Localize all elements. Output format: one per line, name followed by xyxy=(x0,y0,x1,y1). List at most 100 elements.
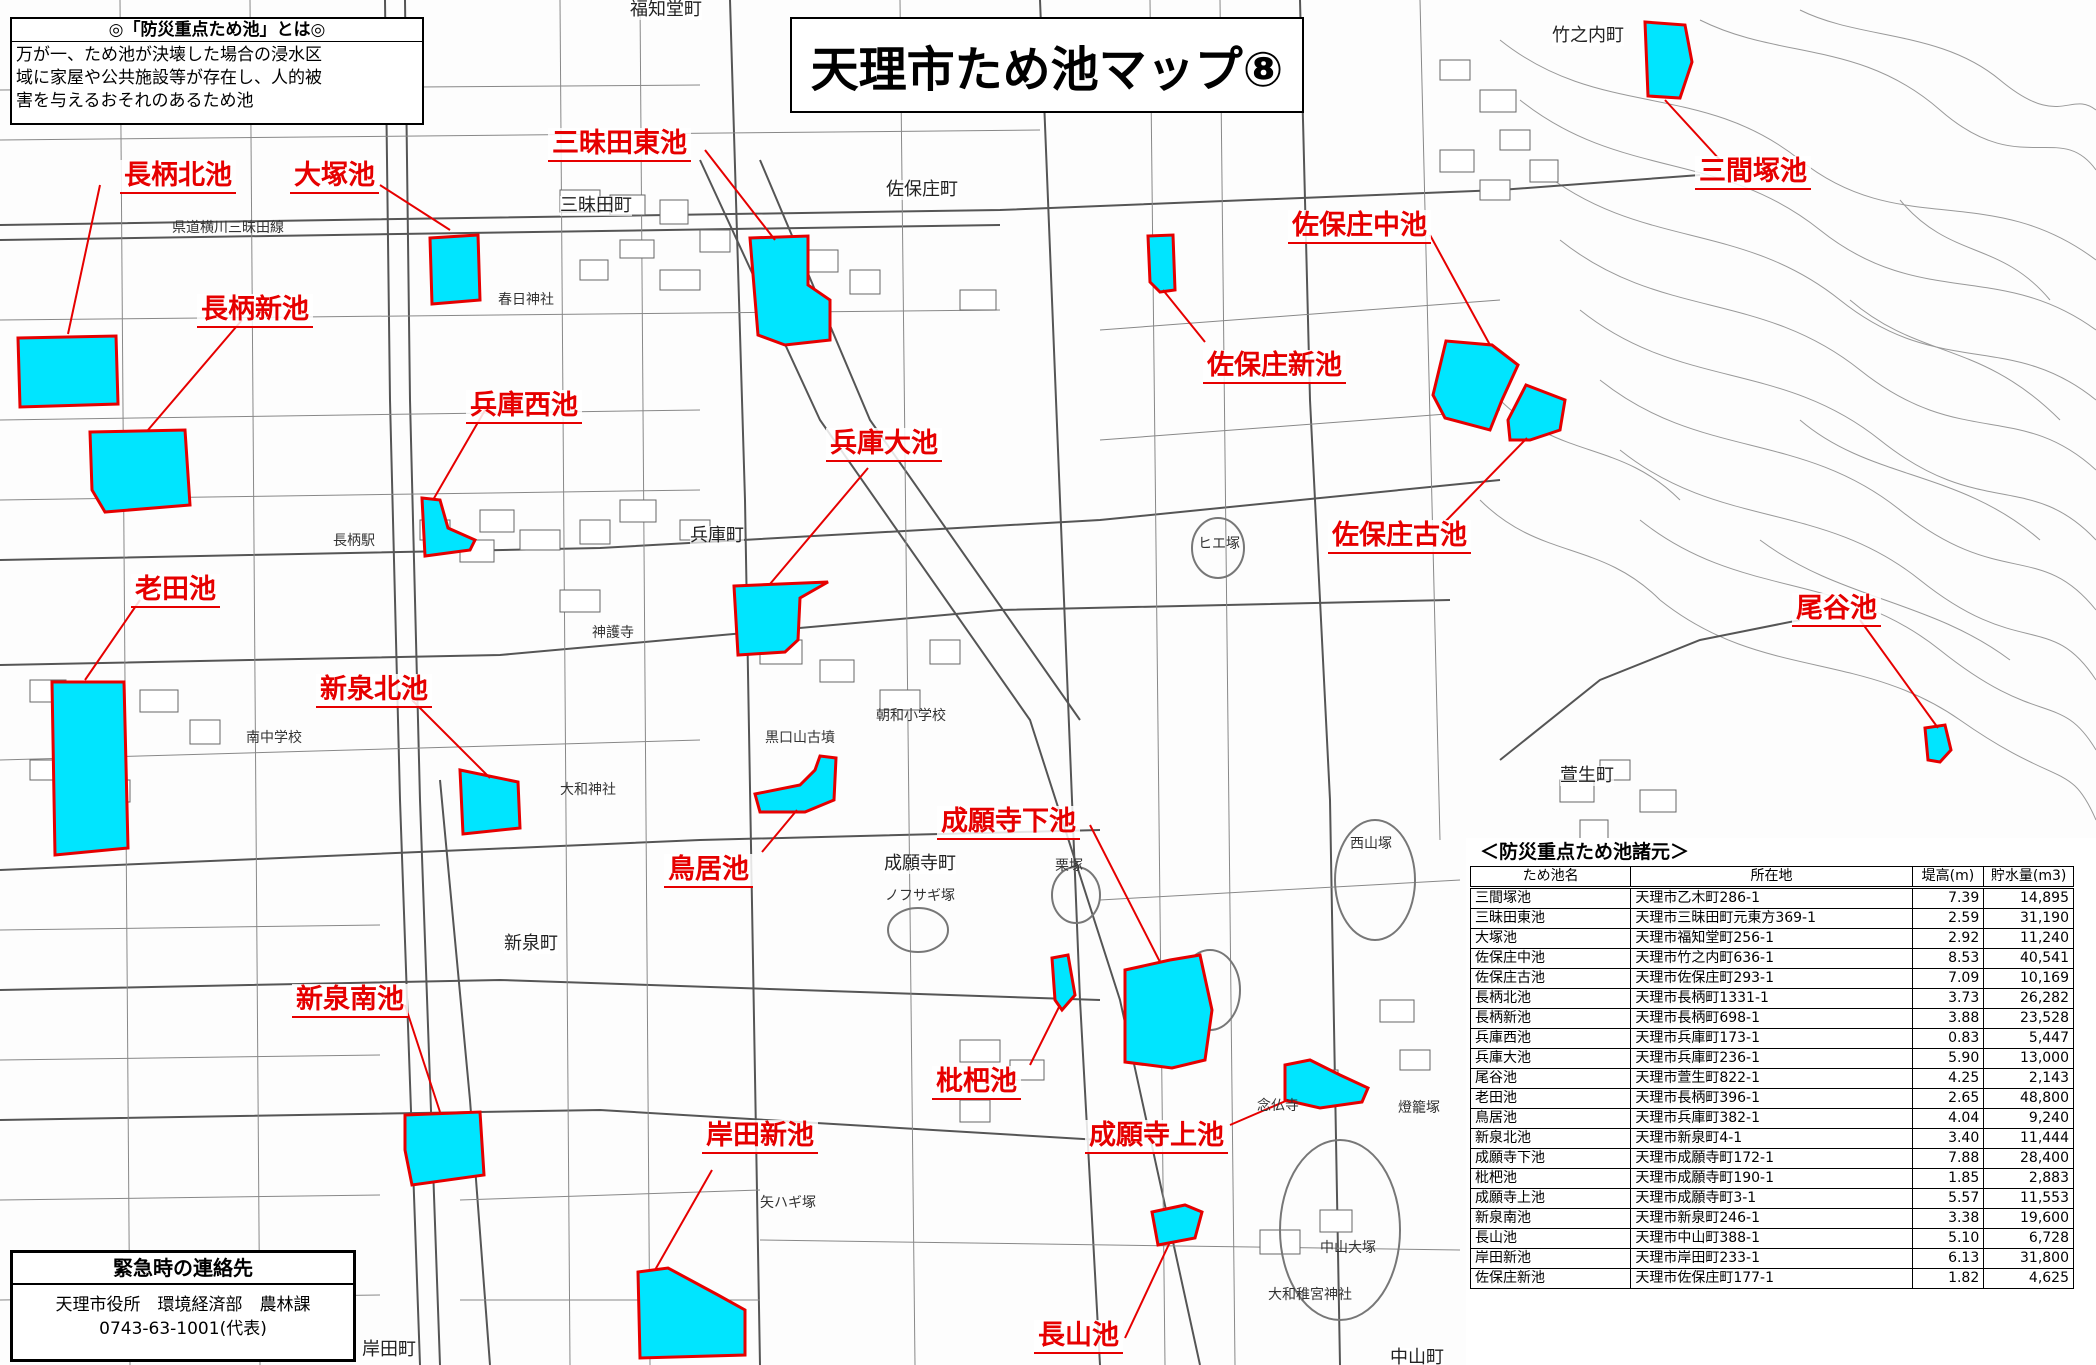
pond-odani xyxy=(1923,723,1953,764)
town-sahosho: 佐保庄町 xyxy=(886,179,958,200)
definition-heading: ◎「防災重点ため池」とは◎ xyxy=(12,19,422,42)
label-biwa: 枇杷池 xyxy=(932,1066,1021,1100)
cell-storage: 31,190 xyxy=(1983,908,2074,929)
definition-box: ◎「防災重点ため池」とは◎ 万が一、ため池が決壊した場合の浸水区 域に家屋や公共… xyxy=(10,17,424,125)
pond-shinizumikita xyxy=(458,768,522,836)
cell-location: 天理市佐保庄町293-1 xyxy=(1630,968,1913,989)
cell-dam-height: 3.73 xyxy=(1911,988,1985,1009)
ponds xyxy=(16,20,1953,1360)
cell-storage: 40,541 xyxy=(1983,948,2074,969)
pond-nagarashin xyxy=(88,428,192,514)
cell-storage: 14,895 xyxy=(1983,887,2074,909)
kofun-mounds xyxy=(887,517,1416,1321)
label-hyogonishi: 兵庫西池 xyxy=(466,390,582,424)
cell-dam-height: 2.59 xyxy=(1911,908,1985,929)
cell-dam-height: 5.90 xyxy=(1911,1048,1985,1069)
cell-storage: 4,625 xyxy=(1983,1268,2074,1289)
cell-pond-name: 佐保庄新池 xyxy=(1469,1268,1632,1289)
field-lines xyxy=(0,0,1501,1365)
cell-pond-name: 兵庫西池 xyxy=(1469,1028,1632,1049)
cell-location: 天理市三昧田町元東方369-1 xyxy=(1630,908,1913,929)
cell-pond-name: 尾谷池 xyxy=(1469,1068,1632,1089)
label-hyogooo: 兵庫大池 xyxy=(826,428,942,462)
cell-dam-height: 2.92 xyxy=(1911,928,1985,949)
cell-location: 天理市新泉町4-1 xyxy=(1630,1128,1913,1149)
label-zanmaidahigashi: 三昧田東池 xyxy=(548,128,691,162)
pond-spec-table-box: ＜防災重点ため池諸元＞ ため池名 所在地 堤高(m) 貯水量(m3) 三間塚池天… xyxy=(1466,838,2096,1365)
place-jingoji: 神護寺 xyxy=(592,625,634,641)
place-yaharigi: 矢ハギ塚 xyxy=(760,1195,816,1211)
cell-location: 天理市成願寺町172-1 xyxy=(1630,1148,1913,1169)
definition-line: 万が一、ため池が決壊した場合の浸水区 xyxy=(16,45,322,65)
cell-location: 天理市成願寺町190-1 xyxy=(1630,1168,1913,1189)
cell-pond-name: 長柄新池 xyxy=(1469,1008,1632,1029)
cell-storage: 28,400 xyxy=(1983,1148,2074,1169)
pond-nagarakita xyxy=(16,334,120,409)
cell-storage: 31,800 xyxy=(1983,1248,2074,1269)
contact-heading: 緊急時の連絡先 xyxy=(13,1253,353,1285)
place-kuroduka: 黒口山古墳 xyxy=(765,730,835,746)
cell-location: 天理市兵庫町173-1 xyxy=(1630,1028,1913,1049)
town-shinizumi: 新泉町 xyxy=(504,933,558,954)
label-oida: 老田池 xyxy=(131,574,220,608)
col-storage: 貯水量(m3) xyxy=(1983,866,2074,889)
cell-dam-height: 4.25 xyxy=(1911,1068,1985,1089)
cell-dam-height: 1.82 xyxy=(1911,1268,1985,1289)
pond-oida xyxy=(50,680,130,857)
place-nishiyama: 西山塚 xyxy=(1350,836,1392,852)
cell-dam-height: 5.10 xyxy=(1911,1228,1985,1249)
place-kasuga: 春日神社 xyxy=(498,292,554,308)
definition-line: 域に家屋や公共施設等が存在し、人的被 xyxy=(16,68,322,88)
cell-pond-name: 佐保庄中池 xyxy=(1469,948,1632,969)
table-header-row: ため池名 所在地 堤高(m) 貯水量(m3) xyxy=(1469,866,2074,889)
cell-pond-name: 佐保庄古池 xyxy=(1469,968,1632,989)
cell-storage: 23,528 xyxy=(1983,1008,2074,1029)
pond-zanmaidahigashi xyxy=(748,234,832,347)
cell-pond-name: 岸田新池 xyxy=(1469,1248,1632,1269)
label-kishidashin: 岸田新池 xyxy=(702,1120,818,1154)
cell-dam-height: 5.57 xyxy=(1911,1188,1985,1209)
cell-pond-name: 成願寺上池 xyxy=(1469,1188,1632,1209)
town-zanmaida: 三昧田町 xyxy=(560,195,632,216)
cell-location: 天理市長柄町396-1 xyxy=(1630,1088,1913,1109)
cell-storage: 13,000 xyxy=(1983,1048,2074,1069)
definition-body: 万が一、ため池が決壊した場合の浸水区 域に家屋や公共施設等が存在し、人的被 害を… xyxy=(12,42,422,115)
pond-jouganjikami xyxy=(1283,1058,1370,1110)
cell-storage: 10,169 xyxy=(1983,968,2074,989)
label-torii: 鳥居池 xyxy=(664,854,753,888)
contact-office: 天理市役所 環境経済部 農林課 xyxy=(55,1295,311,1315)
cell-pond-name: 枇杷池 xyxy=(1469,1168,1632,1189)
pond-sahoshin xyxy=(1146,233,1177,294)
label-otsuka: 大塚池 xyxy=(290,160,379,194)
cell-storage: 9,240 xyxy=(1983,1108,2074,1129)
emergency-contact-box: 緊急時の連絡先 天理市役所 環境経済部 農林課 0743-63-1001(代表) xyxy=(10,1250,356,1362)
cell-location: 天理市福知堂町256-1 xyxy=(1630,928,1913,949)
cell-dam-height: 7.88 xyxy=(1911,1148,1985,1169)
label-sahoshin: 佐保庄新池 xyxy=(1203,350,1346,384)
cell-dam-height: 2.65 xyxy=(1911,1088,1985,1109)
cell-location: 天理市新泉町246-1 xyxy=(1630,1208,1913,1229)
label-sankenzuka: 三間塚池 xyxy=(1695,156,1811,190)
town-jouganji: 成願寺町 xyxy=(884,853,956,874)
place-yamatomiyanimiya: 大和稚宮神社 xyxy=(1268,1287,1352,1303)
pond-sahonaka xyxy=(1431,339,1520,432)
cell-pond-name: 三間塚池 xyxy=(1469,887,1632,909)
buildings xyxy=(29,59,1677,1361)
cell-dam-height: 7.09 xyxy=(1911,968,1985,989)
place-nenbutsuji: 念仏寺 xyxy=(1257,1098,1299,1114)
town-kishida: 岸田町 xyxy=(362,1339,416,1360)
label-jouganjishimo: 成願寺下池 xyxy=(937,806,1080,840)
